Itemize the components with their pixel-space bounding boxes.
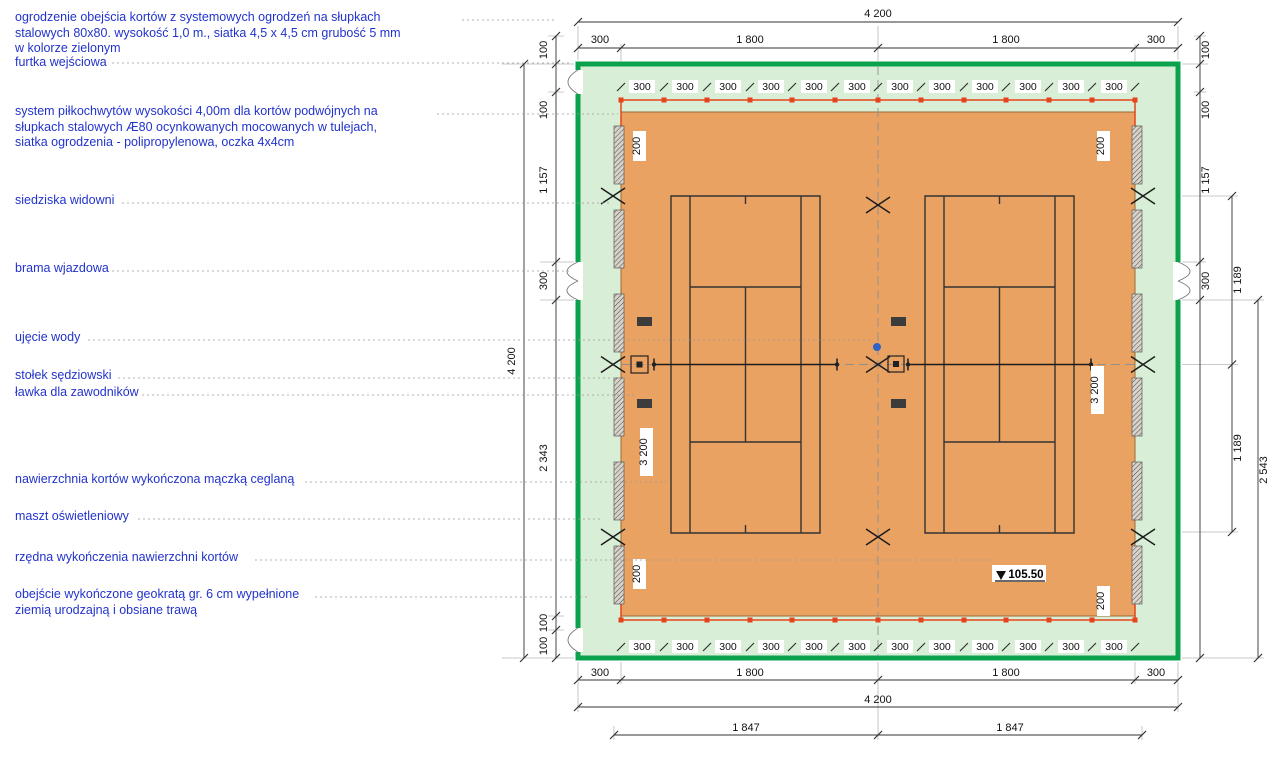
dim-cell-top-5: 300 — [805, 81, 823, 93]
surface-level-value: 105.50 — [1008, 569, 1043, 581]
dim-left-2343: 2 343 — [538, 444, 550, 472]
label-umpire-chair: stołek sędziowski — [15, 368, 112, 382]
dim-bottom-seg-3: 1 800 — [992, 667, 1020, 679]
dim-cell-bottom-9: 300 — [976, 641, 994, 653]
dim-cell-top-12: 300 — [1105, 81, 1123, 93]
dim-top-seg-1: 300 — [591, 34, 609, 46]
dim-cell-bottom-5: 300 — [805, 641, 823, 653]
dim-axis-seg-1: 1 847 — [732, 722, 760, 734]
dim-court-3200-left: 3 200 — [638, 438, 650, 466]
annotation-leaders — [88, 19, 992, 598]
door-swings — [566, 69, 1191, 653]
dimension-texts: 4 200 300 1 800 1 800 300 300 300 300 30… — [506, 8, 1270, 734]
dim-right-2543: 2 543 — [1258, 456, 1270, 484]
dim-top-seg-3: 1 800 — [992, 34, 1020, 46]
dim-cell-bottom-4: 300 — [762, 641, 780, 653]
dim-cell-top-1: 300 — [633, 81, 651, 93]
label-lighting-mast: maszt oświetleniowy — [15, 509, 129, 523]
entry-gate-bottom-gap — [573, 628, 583, 652]
dim-axis-seg-2: 1 847 — [996, 722, 1024, 734]
players-bench — [637, 317, 652, 326]
dim-left-100-f: 100 — [538, 614, 550, 632]
ball-catcher-fence — [618, 97, 1138, 623]
tennis-courts — [651, 195, 1094, 534]
label-entry-gate: furtka wejściowa — [15, 55, 107, 69]
dim-bottom-seg-4: 300 — [1147, 667, 1165, 679]
court-equipment — [630, 317, 906, 408]
net-post — [651, 362, 657, 367]
label-ball-catcher: system piłkochwytów wysokości 4,00m dla … — [15, 104, 378, 149]
umpire-chair-right — [887, 355, 905, 373]
dim-cell-top-2: 300 — [676, 81, 694, 93]
gates — [566, 69, 1191, 653]
dim-court-200-bl: 200 — [631, 565, 643, 583]
dim-bottom-seg-1: 300 — [591, 667, 609, 679]
umpire-chair-left — [630, 355, 649, 374]
dim-left-300-gate: 300 — [538, 272, 550, 290]
dim-left-100-top: 100 — [538, 41, 550, 59]
dim-right-300-gate: 300 — [1200, 272, 1212, 290]
dim-cell-bottom-12: 300 — [1105, 641, 1123, 653]
dim-court-200-tl: 200 — [631, 137, 643, 155]
label-walkway-finish: obejście wykończone geokratą gr. 6 cm wy… — [15, 587, 300, 617]
dim-cell-bottom-1: 300 — [633, 641, 651, 653]
dim-top-seg-2: 1 800 — [736, 34, 764, 46]
dimension-lines — [502, 17, 1264, 740]
dim-cell-bottom-6: 300 — [848, 641, 866, 653]
dim-right-100-top: 100 — [1200, 41, 1212, 59]
dim-court-200-tr: 200 — [1095, 137, 1107, 155]
dim-top-overall: 4 200 — [864, 8, 892, 20]
label-perimeter-fence: ogrodzenie obejścia kortów z systemowych… — [15, 10, 401, 55]
dim-cell-top-10: 300 — [1019, 81, 1037, 93]
lighting-masts — [600, 187, 1156, 546]
umpire-chair-right-seat — [893, 361, 899, 367]
dim-cell-bottom-3: 300 — [719, 641, 737, 653]
dim-right-100-b: 100 — [1200, 101, 1212, 119]
label-water-point: ujęcie wody — [15, 330, 81, 344]
dim-cell-top-7: 300 — [891, 81, 909, 93]
net-post — [1088, 362, 1094, 367]
dim-top-seg-4: 300 — [1147, 34, 1165, 46]
dim-cell-top-4: 300 — [762, 81, 780, 93]
water-point — [873, 343, 881, 351]
dim-bottom-overall: 4 200 — [864, 694, 892, 706]
court-enclosure — [575, 61, 1181, 661]
dim-right-1157: 1 157 — [1200, 166, 1212, 194]
dim-cell-top-11: 300 — [1062, 81, 1080, 93]
players-bench — [891, 317, 906, 326]
dim-right-1189-b: 1 189 — [1232, 434, 1244, 462]
dim-cell-bottom-11: 300 — [1062, 641, 1080, 653]
players-bench — [891, 399, 906, 408]
dim-left-1157: 1 157 — [538, 166, 550, 194]
dim-left-100-g: 100 — [538, 637, 550, 655]
level-symbol — [996, 571, 1006, 580]
dim-cell-top-6: 300 — [848, 81, 866, 93]
dim-cell-top-3: 300 — [719, 81, 737, 93]
dim-cell-bottom-7: 300 — [891, 641, 909, 653]
label-court-surface: nawierzchnia kortów wykończona mączką ce… — [15, 472, 295, 486]
umpire-chair-left-seat — [636, 361, 643, 368]
dim-cell-bottom-2: 300 — [676, 641, 694, 653]
dim-bottom-seg-2: 1 800 — [736, 667, 764, 679]
dim-right-1189-a: 1 189 — [1232, 266, 1244, 294]
label-drive-gate: brama wjazdowa — [15, 261, 109, 275]
dim-court-200-br: 200 — [1095, 592, 1107, 610]
label-players-bench: ławka dla zawodników — [15, 385, 139, 399]
dim-left-100-b: 100 — [538, 101, 550, 119]
dim-court-3200-right: 3 200 — [1089, 376, 1101, 404]
net-post — [834, 362, 840, 367]
players-bench — [637, 399, 652, 408]
dim-cell-bottom-10: 300 — [1019, 641, 1037, 653]
elevation-marker: 105.50 — [992, 565, 1046, 582]
label-surface-level: rzędna wykończenia nawierzchni kortów — [15, 550, 239, 564]
label-spectator-seats: siedziska widowni — [15, 193, 115, 207]
spectator-seats — [613, 125, 1143, 605]
net-post — [905, 362, 911, 367]
dim-cell-top-9: 300 — [976, 81, 994, 93]
dim-cell-top-8: 300 — [933, 81, 951, 93]
dim-cell-bottom-8: 300 — [933, 641, 951, 653]
entry-gate-top-gap — [573, 70, 583, 94]
dim-left-overall: 4 200 — [506, 347, 518, 375]
